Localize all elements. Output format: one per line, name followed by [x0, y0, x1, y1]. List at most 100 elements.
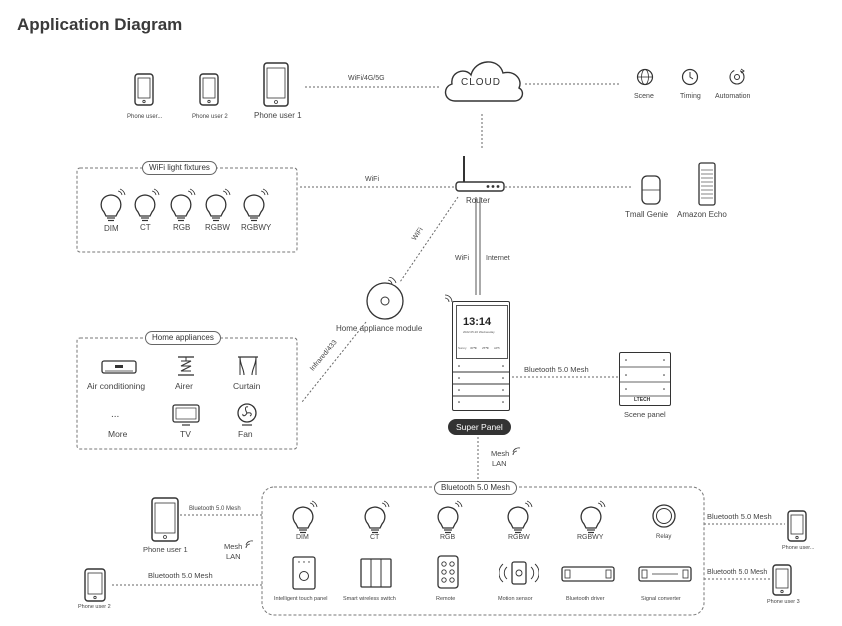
link-label-lan-left: LAN: [226, 552, 241, 561]
curtain-icon: [238, 356, 258, 376]
cloud-label: CLOUD: [461, 77, 502, 88]
airer-label: Airer: [175, 381, 193, 391]
bulb-icon: [292, 500, 318, 534]
link-module-appliances: [301, 321, 367, 403]
air-conditioning-label: Air conditioning: [87, 381, 146, 391]
scene-panel-brand: LTECH: [634, 397, 651, 403]
super-panel-status-0: Sunny: [458, 346, 467, 350]
mesh-light-icons: [292, 500, 676, 534]
signal-converter-label: Signal converter: [641, 596, 681, 602]
phone-icon: [151, 497, 179, 542]
wireless-signal-icon: [245, 540, 254, 549]
super-panel-status-3: AP5: [494, 346, 500, 350]
phone-user-1-bottom-label: Phone user 1: [143, 545, 188, 554]
mesh-light-rgbw-label: RGBW: [508, 534, 530, 541]
amazon-echo-label: Amazon Echo: [677, 210, 727, 219]
scene-panel-buttons: [620, 359, 670, 397]
bulb-icon: [580, 500, 606, 534]
phone-user-more-bottom: [787, 510, 807, 547]
link-label-wifi-4g-5g: WiFi/4G/5G: [348, 75, 385, 82]
mesh-light-rgb-label: RGB: [440, 534, 456, 541]
globe-icon: [636, 68, 654, 86]
scene-panel-label: Scene panel: [624, 410, 666, 419]
router-icon: [455, 156, 505, 192]
tmall-genie-icon: [641, 175, 661, 205]
appliance-module-label: Home appliance module: [336, 324, 423, 333]
wifi-fixtures-title: WiFi light fixtures: [142, 161, 217, 175]
page-title: Application Diagram: [17, 15, 183, 34]
signal-converter-icon: [638, 566, 692, 582]
more-label: More: [108, 429, 128, 439]
bluetooth-driver-icon: [561, 566, 615, 582]
scene-label: Scene: [634, 93, 654, 100]
fan-icon: [237, 403, 257, 426]
bulb-icon: [205, 188, 231, 222]
link-label-wifi: WiFi: [365, 176, 379, 183]
phone-user-2-top: [199, 73, 219, 111]
tv-label: TV: [180, 429, 191, 439]
bulb-icon: [100, 188, 126, 222]
bulb-icon: [243, 188, 269, 222]
fixture-ct-label: CT: [140, 223, 151, 232]
mesh-relay-label: Relay: [656, 534, 672, 540]
phone-user-1-bottom: [151, 497, 179, 547]
more-icon: ...: [111, 409, 120, 420]
fixture-rgbw-label: RGBW: [205, 223, 230, 232]
touch-panel-icon: [292, 556, 316, 590]
mesh-group-title: Bluetooth 5.0 Mesh: [434, 481, 517, 495]
link-label-bt-mesh: Bluetooth 5.0 Mesh: [524, 365, 589, 374]
relay-icon: [652, 504, 676, 528]
link-label-bt-right-top: Bluetooth 5.0 Mesh: [707, 512, 772, 521]
super-panel-date: 2022.05.20 Wednesday: [463, 330, 495, 334]
appliance-module-icon: [366, 277, 404, 320]
link-label-mesh-left: Mesh: [224, 542, 243, 551]
tv-icon: [172, 404, 200, 426]
phone-user-2-bottom: [84, 568, 106, 607]
phone-user-more-bottom-label: Phone user...: [782, 545, 815, 551]
curtain-label: Curtain: [233, 381, 261, 391]
super-panel-status-1: 30℃: [470, 346, 477, 350]
phone-user-more-top: [134, 73, 154, 111]
phone-user-3-bottom-label: Phone user 3: [767, 599, 800, 605]
automation-icon: [729, 68, 745, 85]
remote-icon: [437, 555, 459, 589]
bulb-icon: [170, 188, 196, 222]
tmall-genie-label: Tmall Genie: [625, 210, 669, 219]
super-panel-buttons: [453, 365, 509, 403]
super-panel-label: Super Panel: [448, 419, 511, 435]
fixture-rgbwy-label: RGBWY: [241, 223, 272, 232]
bulb-icon: [437, 500, 463, 534]
link-label-mesh: Mesh: [491, 449, 510, 458]
phone-user-more-label: Phone user...: [127, 114, 163, 120]
phone-icon: [199, 73, 219, 106]
bulb-icon: [507, 500, 533, 534]
cloud-icon: [444, 61, 524, 102]
wireless-signal-icon: [444, 294, 453, 303]
phone-user-3-bottom: [772, 564, 792, 601]
appliances-title: Home appliances: [145, 331, 221, 345]
clock-icon: [681, 68, 699, 86]
wireless-switch-label: Smart wireless switch: [343, 596, 396, 602]
wireless-switch-icon: [360, 558, 392, 588]
fan-label: Fan: [238, 429, 253, 439]
link-label-wifi-down: WiFi: [455, 255, 469, 262]
phone-icon: [84, 568, 106, 602]
phone-user-2-label: Phone user 2: [192, 114, 228, 120]
scene-panel-device: LTECH: [619, 352, 671, 406]
link-label-lan: LAN: [492, 459, 507, 468]
phone-icon: [263, 62, 289, 107]
mesh-light-ct-label: CT: [370, 534, 380, 541]
motion-sensor-icon: [499, 561, 539, 585]
super-panel-screen: [456, 305, 508, 359]
automation-label: Automation: [715, 93, 751, 100]
bulb-icon: [134, 188, 160, 222]
link-router-module: [399, 196, 459, 283]
mesh-light-dim-label: DIM: [296, 534, 309, 541]
link-label-internet: Internet: [486, 255, 510, 262]
phone-user-1-top: [263, 62, 289, 112]
air-conditioner-icon: [101, 360, 137, 374]
mesh-light-rgbwy-label: RGBWY: [577, 534, 604, 541]
super-panel-status-2: 25℃: [482, 346, 489, 350]
super-panel-time: 13:14: [463, 316, 492, 328]
